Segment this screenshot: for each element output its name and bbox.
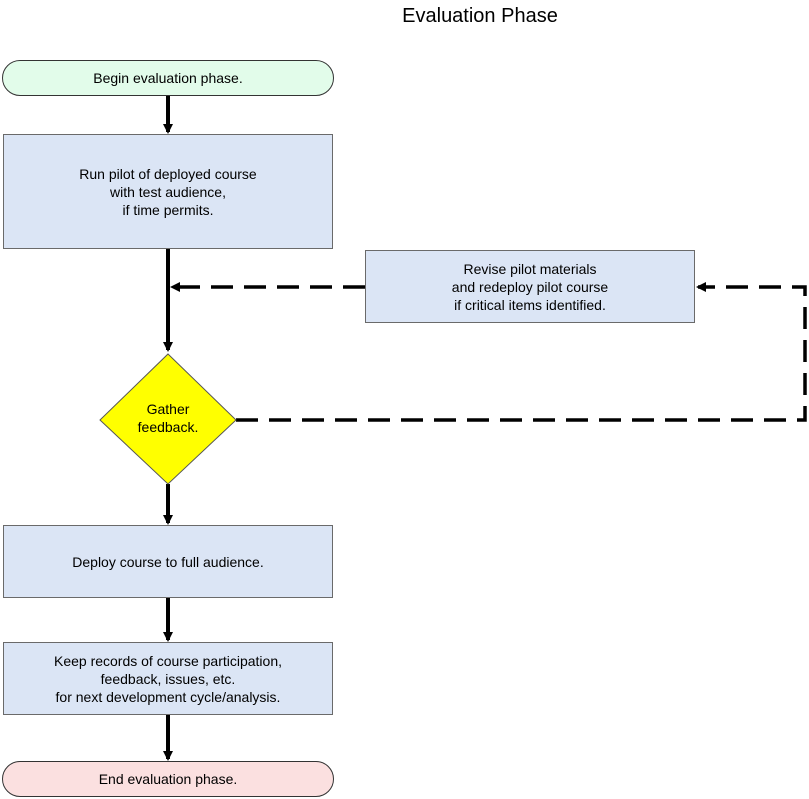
end-node: End evaluation phase.	[2, 761, 334, 797]
deploy-node: Deploy course to full audience.	[3, 525, 333, 598]
diagram-title: Evaluation Phase	[402, 5, 558, 27]
decision-diamond	[99, 353, 237, 485]
begin-node: Begin evaluation phase.	[2, 60, 334, 96]
end-label: End evaluation phase.	[98, 771, 238, 787]
records-node: Keep records of course participation, fe…	[3, 642, 333, 715]
revise-node: Revise pilot materials and redeploy pilo…	[365, 250, 695, 323]
pilot-node: Run pilot of deployed course with test a…	[3, 134, 333, 249]
dashed-loop-gather-to-revise	[236, 282, 807, 422]
deploy-label: Deploy course to full audience.	[72, 553, 264, 570]
gather-label: Gather feedback.	[137, 401, 199, 435]
records-label: Keep records of course participation, fe…	[53, 652, 282, 705]
revise-label: Revise pilot materials and redeploy pilo…	[451, 260, 609, 313]
begin-label: Begin evaluation phase.	[93, 70, 243, 86]
pilot-label: Run pilot of deployed course with test a…	[79, 165, 257, 218]
